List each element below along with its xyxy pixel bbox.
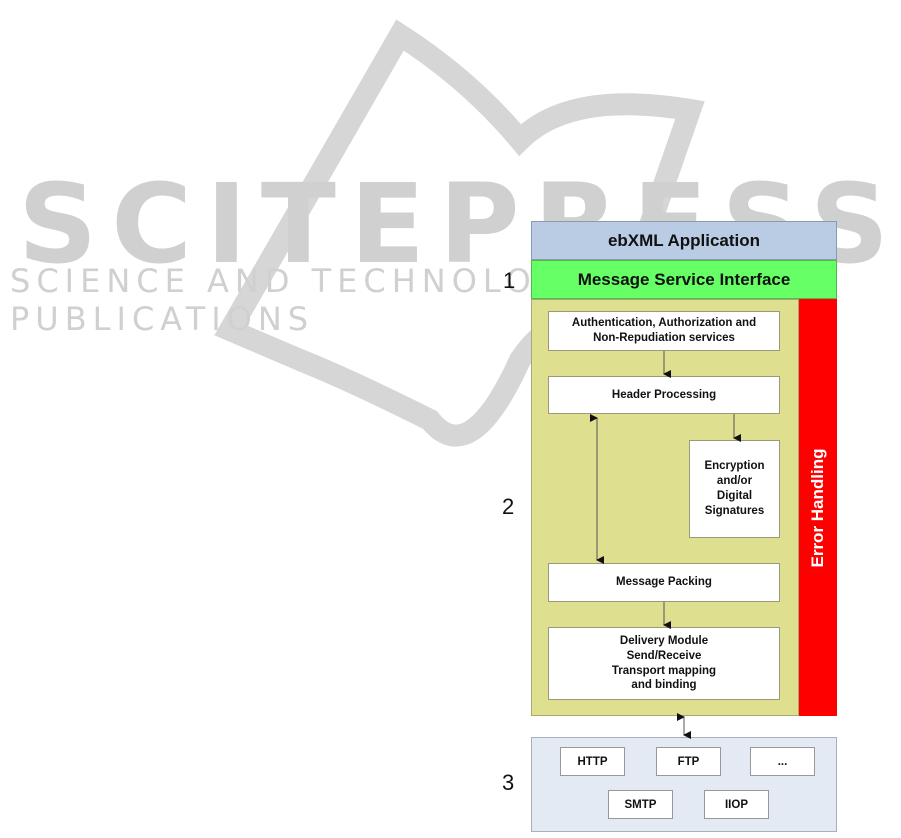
auth-line-2: Non-Repudiation services <box>593 332 735 344</box>
encryption-line-1: Encryption <box>704 460 765 473</box>
auth-line-1: Authentication, Authorization and <box>571 317 757 330</box>
message-service-interface-layer: Message Service Interface <box>531 260 837 299</box>
error-handling-bar: Error Handling <box>799 299 837 716</box>
transport-ftp: FTP <box>656 747 721 776</box>
header-processing-box: Header Processing <box>548 376 780 414</box>
encryption-box: Encryption and/or Digital Signatures <box>689 440 780 538</box>
delivery-line-2: Send/Receive <box>626 649 702 662</box>
encryption-line-2: and/or <box>716 475 753 488</box>
transport-more: ... <box>750 747 815 776</box>
delivery-line-1: Delivery Module <box>619 634 709 647</box>
delivery-line-4: and binding <box>631 679 697 692</box>
message-packing-box: Message Packing <box>548 563 780 602</box>
transport-http: HTTP <box>560 747 625 776</box>
encryption-line-4: Signatures <box>704 504 765 517</box>
layer-label-1: 1 <box>503 268 516 293</box>
delivery-line-3: Transport mapping <box>611 664 717 677</box>
encryption-line-3: Digital <box>716 490 753 502</box>
auth-services-box: Authentication, Authorization and Non-Re… <box>548 311 780 351</box>
layer-label-3: 3 <box>502 770 515 795</box>
ebxml-application-layer: ebXML Application <box>531 221 837 260</box>
transport-smtp: SMTP <box>608 790 673 819</box>
transport-iiop: IIOP <box>704 790 769 819</box>
layer-label-2: 2 <box>502 494 515 519</box>
